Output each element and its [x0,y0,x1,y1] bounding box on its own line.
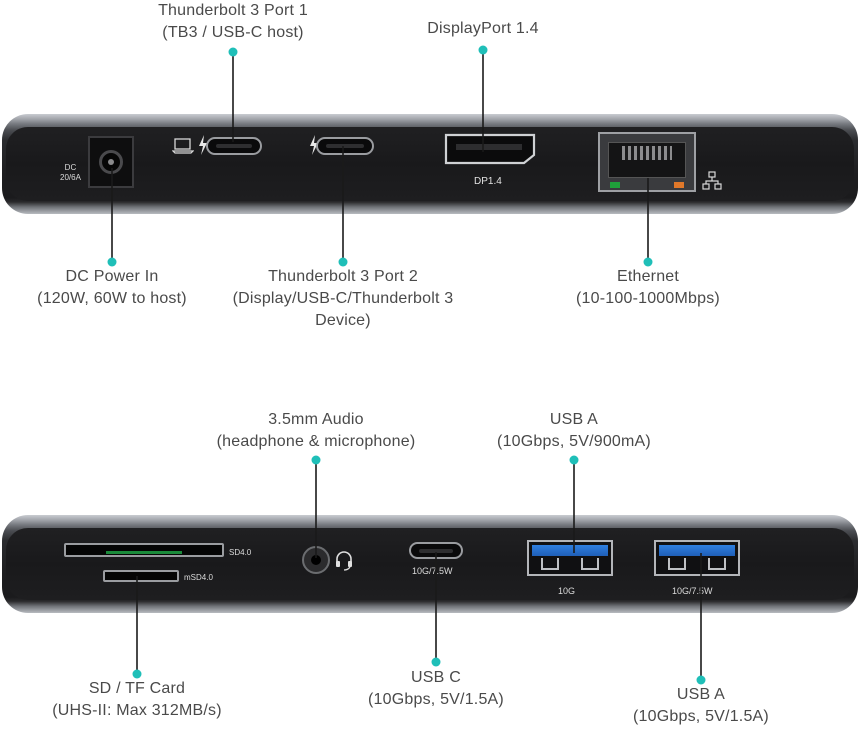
dp-marking: DP1.4 [474,176,502,187]
msd-marking: mSD4.0 [184,573,213,582]
usba1-marking: 10G [558,586,576,596]
label-line: (120W, 60W to host) [37,290,187,307]
dc-marking: DC 20/6A [60,163,81,183]
label-line: (10Gbps, 5V/1.5A) [368,691,504,708]
label-line: Thunderbolt 3 Port 1 [158,2,308,19]
label-line: (10-100-1000Mbps) [576,290,720,307]
laptop-icon [172,138,194,154]
label-displayport: DisplayPort 1.4 [403,18,563,40]
label-usb-c: USB C (10Gbps, 5V/1.5A) [346,667,526,711]
label-line: (TB3 / USB-C host) [162,24,304,41]
callout-dot [228,47,238,57]
network-icon [702,171,722,190]
label-line: (10Gbps, 5V/1.5A) [633,708,769,725]
callout-dot [338,257,348,267]
ethernet-port [598,132,696,192]
sd-marking: SD4.0 [229,548,252,557]
dc-power-jack [88,136,134,188]
callout-dot [107,257,117,267]
label-line: DC Power In [65,268,159,285]
usba2-marking: 10G/7.5W [672,586,713,596]
label-line: (UHS-II: Max 312MB/s) [52,702,222,719]
label-line: USB A [549,411,599,428]
label-line: SD / TF Card [88,680,186,697]
callout-dot [478,45,488,55]
tb3-port-1 [206,137,262,155]
ethernet-led-green [610,182,620,188]
callout-dot [132,669,142,679]
thunderbolt-icon [310,135,318,155]
label-line: Ethernet [616,268,680,285]
callout-dot [696,675,706,685]
ethernet-led-orange [674,182,684,188]
callout-dot [311,455,321,465]
dock-rear-panel [2,114,858,214]
displayport-connector [444,133,536,165]
microsd-card-slot [103,570,179,582]
usbc-marking: 10G/7.5W [412,566,453,576]
rear-panel-face [6,127,854,201]
tb3-port-2 [316,137,374,155]
label-tb3-port-1: Thunderbolt 3 Port 1 (TB3 / USB-C host) [153,0,313,44]
usb-a-port-10g [527,540,613,576]
label-line: (Display/USB-C/Thunderbolt 3 [232,290,454,307]
label-usb-a-10g: USB A (10Gbps, 5V/900mA) [484,409,664,453]
label-line: USB A [676,686,726,703]
label-usb-a-15a: USB A (10Gbps, 5V/1.5A) [611,684,791,728]
label-sd-card: SD / TF Card (UHS-II: Max 312MB/s) [37,678,237,722]
callout-dot [569,455,579,465]
label-tb3-port-2: Thunderbolt 3 Port 2 (Display/USB-C/Thun… [213,266,473,332]
label-ethernet: Ethernet (10-100-1000Mbps) [548,266,748,310]
label-audio: 3.5mm Audio (headphone & microphone) [206,409,426,453]
label-line: Device) [315,312,371,329]
label-line: Thunderbolt 3 Port 2 [268,268,418,285]
label-line: DisplayPort 1.4 [427,20,539,37]
label-line: USB C [411,669,461,686]
thunderbolt-icon [199,135,207,155]
label-line: (10Gbps, 5V/900mA) [497,433,651,450]
label-dc-power: DC Power In (120W, 60W to host) [12,266,212,310]
dc-marking-2: 20/6A [60,173,81,182]
callout-dot [431,657,441,667]
dc-marking-1: DC [64,163,77,172]
headset-icon [336,551,352,571]
label-line: (headphone & microphone) [216,433,416,450]
label-line: 3.5mm Audio [268,411,364,428]
callout-dot [643,257,653,267]
usb-a-port-10g-15a [654,540,740,576]
sd-card-slot [64,543,224,557]
